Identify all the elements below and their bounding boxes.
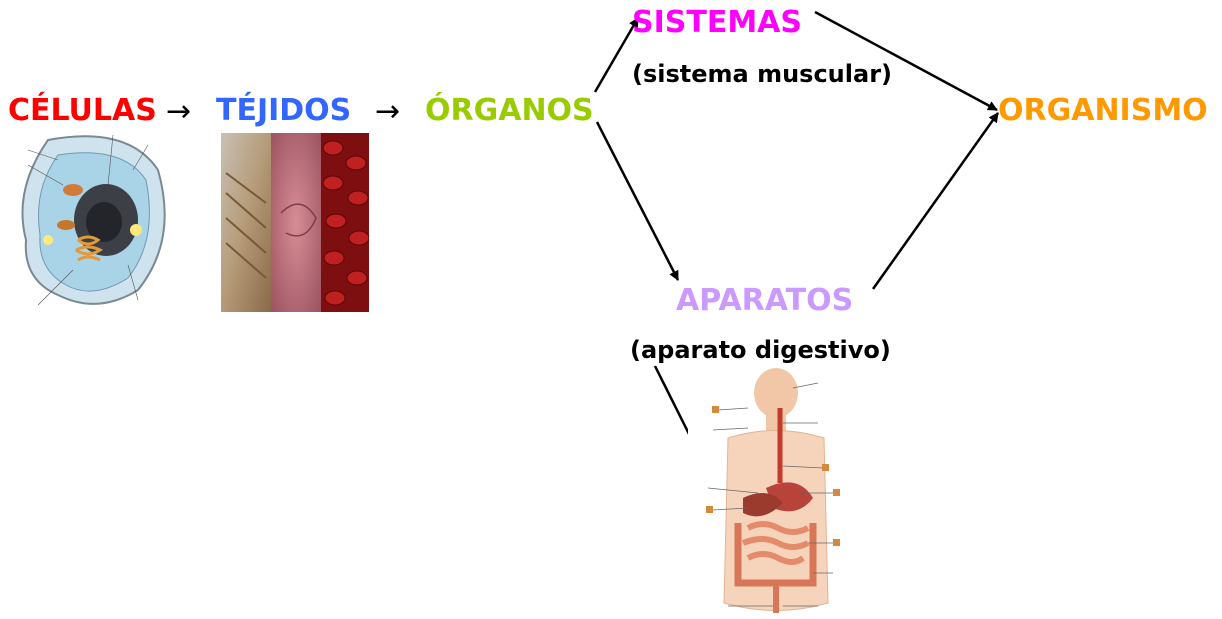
arrow-celulas-to-tejidos: → <box>166 97 191 127</box>
label-aparatos-example: (aparato digestivo) <box>630 338 891 362</box>
label-organos: ÓRGANOS <box>425 96 594 126</box>
cell-diagram-image <box>18 130 170 310</box>
label-celulas: CÉLULAS <box>8 96 157 126</box>
label-aparatos: APARATOS <box>676 286 853 316</box>
label-sistemas-example: (sistema muscular) <box>632 62 892 86</box>
label-organismo: ORGANISMO <box>998 96 1208 126</box>
label-sistemas: SISTEMAS <box>632 8 802 38</box>
digestive-system-image <box>688 368 873 619</box>
label-tejidos: TÉJIDOS <box>216 96 351 126</box>
arrow-aparatos-to-organismo <box>873 113 998 289</box>
arrow-tejidos-to-organos: → <box>375 97 400 127</box>
tissue-samples-image <box>221 133 369 312</box>
arrow-organos-to-aparatos <box>597 122 678 280</box>
